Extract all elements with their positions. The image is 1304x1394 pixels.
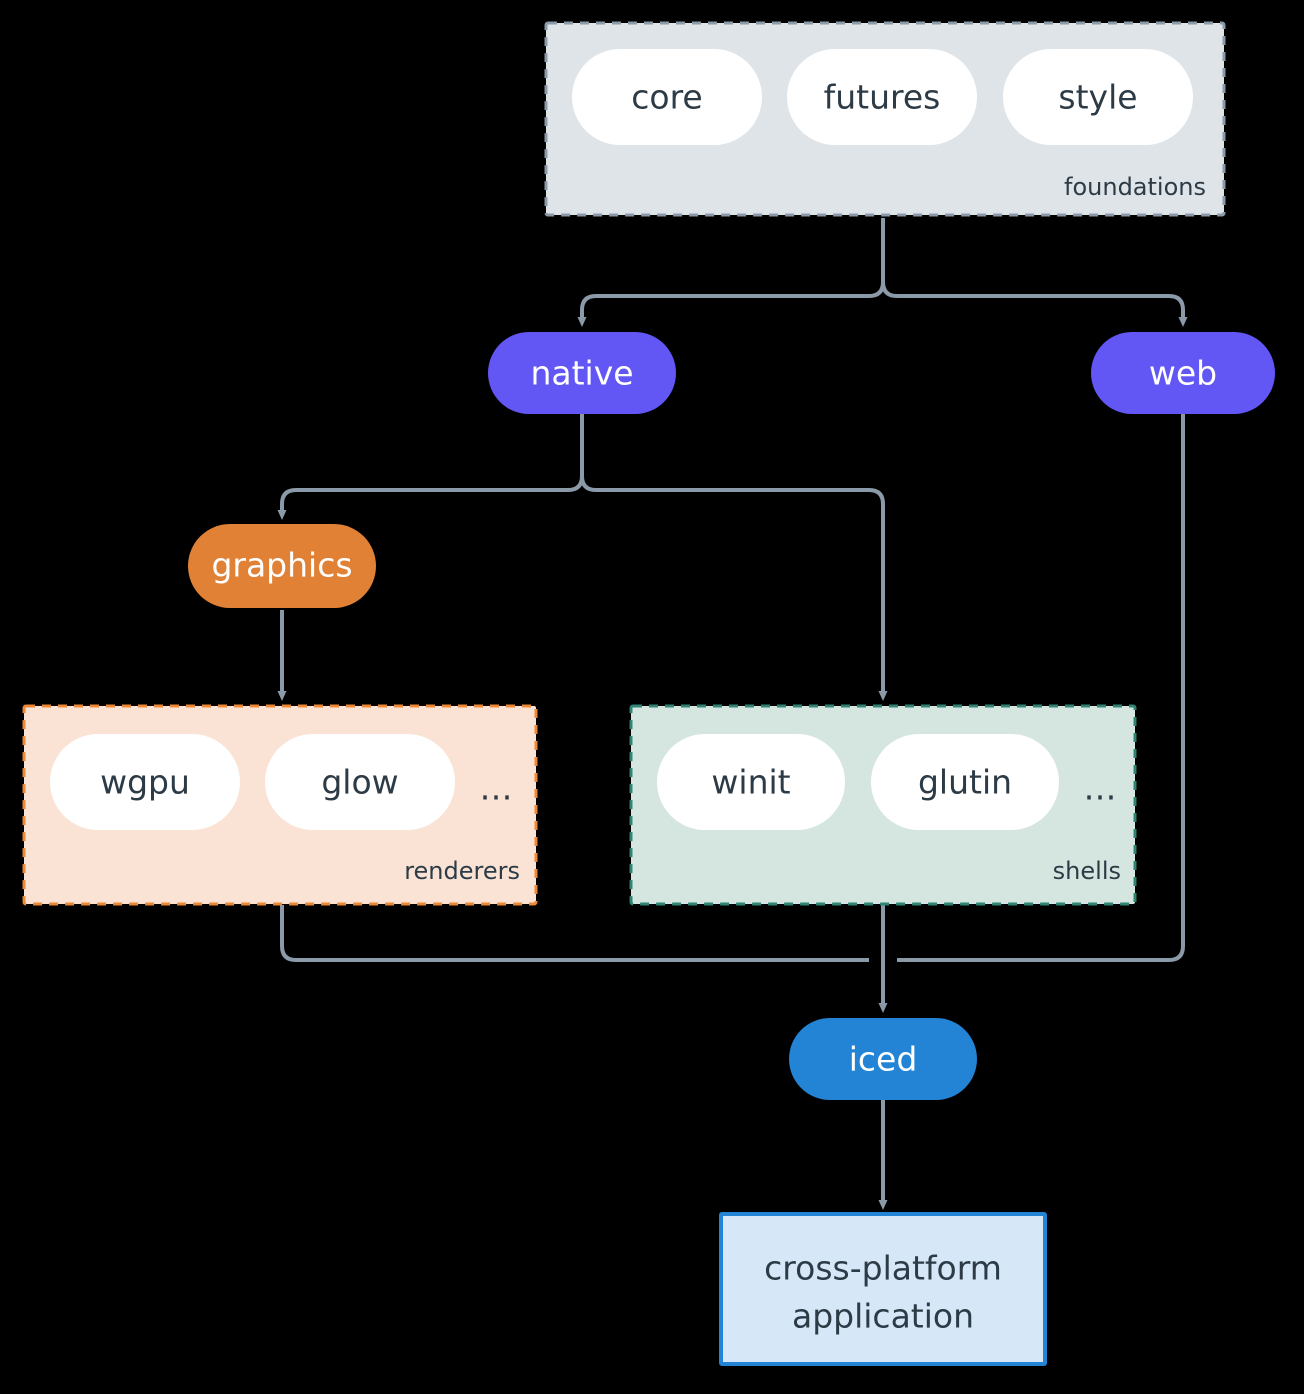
- node-web[interactable]: web: [1091, 332, 1275, 414]
- foundations-item-style[interactable]: style: [1003, 49, 1193, 145]
- edge-renderers-to-iced: [280, 905, 869, 962]
- edge-foundations-to-web: [881, 281, 1188, 327]
- graphics-label: graphics: [211, 546, 352, 585]
- node-application[interactable]: cross-platform application: [719, 1212, 1047, 1366]
- web-pill[interactable]: [1091, 332, 1275, 414]
- group-shells: winit glutin … shells: [629, 704, 1137, 906]
- foundations-futures-label: futures: [824, 78, 941, 117]
- graphics-pill[interactable]: [188, 524, 376, 608]
- renderers-glow-pill[interactable]: [265, 734, 455, 830]
- node-native[interactable]: native: [488, 332, 676, 414]
- edge-native-to-graphics: [277, 475, 584, 520]
- shells-item-winit[interactable]: winit: [657, 734, 845, 830]
- node-graphics[interactable]: graphics: [188, 524, 376, 608]
- renderers-wgpu-pill[interactable]: [50, 734, 240, 830]
- group-renderers: wgpu glow … renderers: [22, 704, 538, 906]
- native-pill[interactable]: [488, 332, 676, 414]
- edge-layer: [277, 218, 1188, 1210]
- renderers-item-wgpu[interactable]: wgpu: [50, 734, 240, 830]
- edge-web-to-iced: [897, 414, 1185, 962]
- foundations-item-core[interactable]: core: [572, 49, 762, 145]
- node-iced[interactable]: iced: [789, 1018, 977, 1100]
- native-label: native: [530, 354, 633, 393]
- renderers-wgpu-label: wgpu: [100, 763, 190, 802]
- application-box[interactable]: [719, 1212, 1047, 1366]
- shells-winit-label: winit: [711, 763, 790, 802]
- iced-label: iced: [849, 1040, 918, 1079]
- shells-ellipsis: …: [1084, 769, 1117, 808]
- edge-native-to-shells: [580, 475, 888, 701]
- foundations-futures-pill[interactable]: [787, 49, 977, 145]
- foundations-core-pill[interactable]: [572, 49, 762, 145]
- foundations-group-label: foundations: [1064, 173, 1206, 201]
- foundations-style-pill[interactable]: [1003, 49, 1193, 145]
- shells-group-label: shells: [1053, 857, 1121, 885]
- web-label: web: [1149, 354, 1217, 393]
- shells-glutin-pill[interactable]: [871, 734, 1059, 830]
- renderers-ellipsis: …: [480, 769, 513, 808]
- edge-foundations-to-native: [577, 281, 885, 327]
- renderers-item-glow[interactable]: glow: [265, 734, 455, 830]
- shells-item-glutin[interactable]: glutin: [871, 734, 1059, 830]
- iced-pill[interactable]: [789, 1018, 977, 1100]
- renderers-group-label: renderers: [404, 857, 520, 885]
- application-label-line1: cross-platform: [764, 1249, 1002, 1288]
- shells-glutin-label: glutin: [918, 763, 1012, 802]
- application-label-line2: application: [792, 1297, 974, 1336]
- foundations-item-futures[interactable]: futures: [787, 49, 977, 145]
- foundations-core-label: core: [631, 78, 702, 117]
- renderers-glow-label: glow: [321, 763, 398, 802]
- foundations-style-label: style: [1058, 78, 1137, 117]
- group-foundations: core futures style foundations: [544, 21, 1226, 217]
- shells-winit-pill[interactable]: [657, 734, 845, 830]
